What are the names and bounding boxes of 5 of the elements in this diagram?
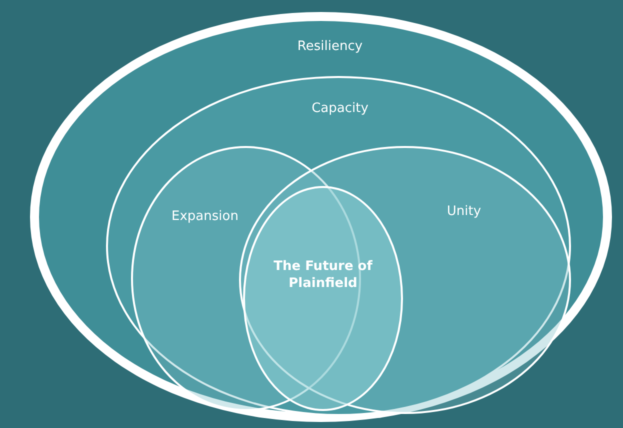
region-label: Unity: [446, 203, 482, 220]
region-label: Expansion: [172, 208, 238, 225]
region-label: Resiliency: [297, 38, 363, 55]
region-label: Capacity: [312, 100, 368, 117]
region-label: The Future of Plainfield: [273, 258, 373, 292]
